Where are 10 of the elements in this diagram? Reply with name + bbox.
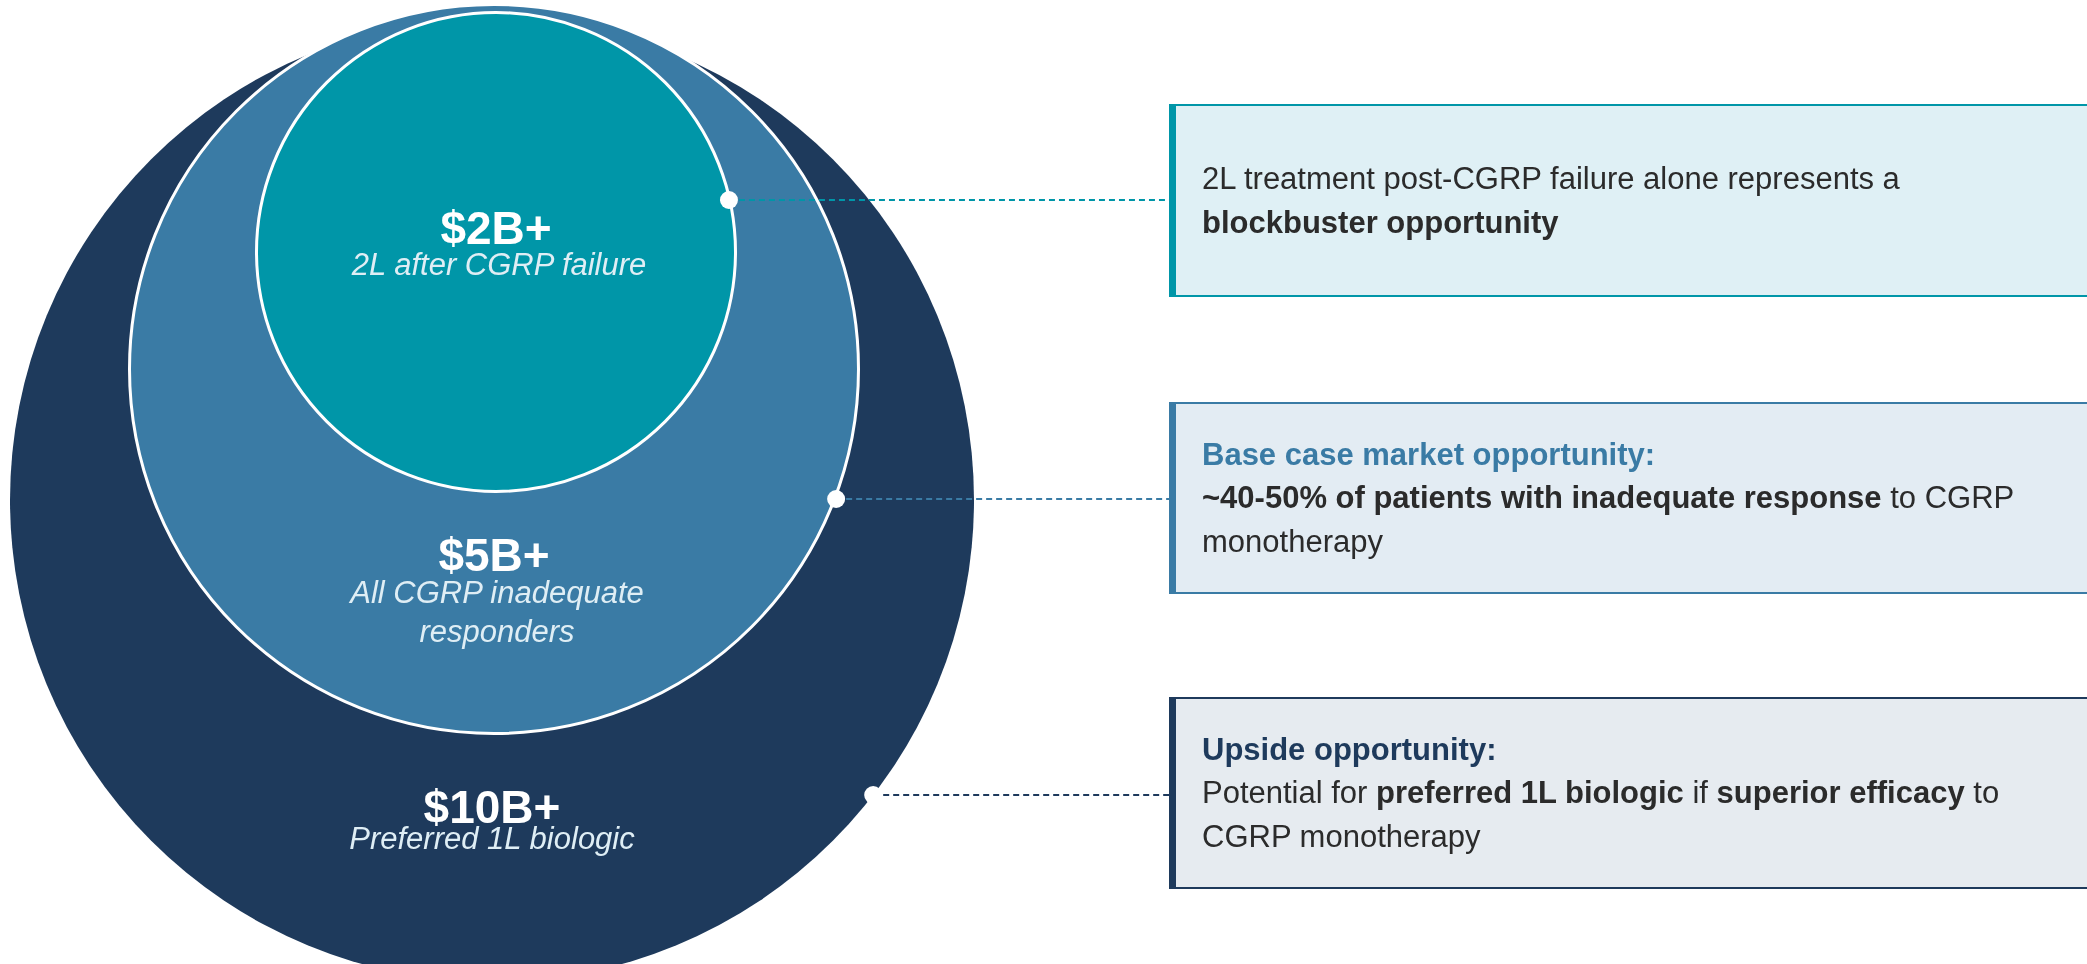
callout-text: ~40-50% of patients with inadequate response to CGRP monotherapy xyxy=(1202,479,2015,561)
leader-line xyxy=(864,786,1170,804)
callout-heading: Base case market opportunity: xyxy=(1202,435,1657,474)
callout-text: 2L treatment post-CGRP failure alone represents a blockbuster opportunity xyxy=(1202,160,1901,242)
leader-line xyxy=(827,490,1170,508)
callout-box xyxy=(1169,104,2087,297)
callout-heading: Upside opportunity: xyxy=(1202,730,1498,769)
callout-box xyxy=(1169,402,2087,594)
callout-text: Potential for preferred 1L biologic if superior efficacy to CGRP monotherapy xyxy=(1202,774,2001,856)
callout-box xyxy=(1169,697,2087,889)
